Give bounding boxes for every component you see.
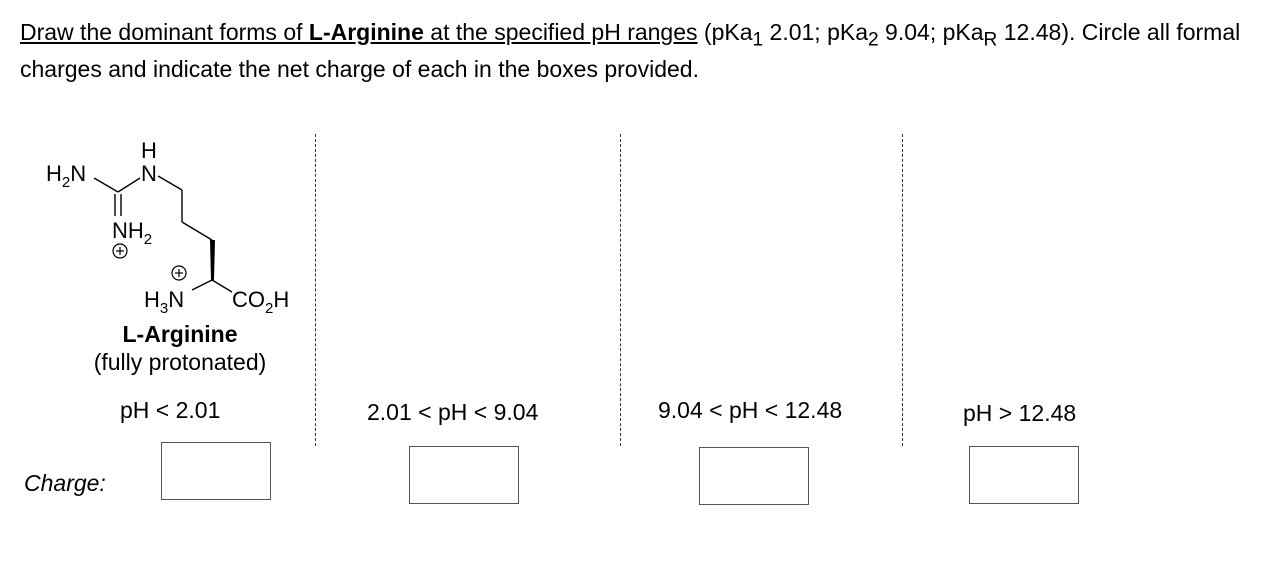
instructions-part-5: 2.01; pKa [763, 19, 869, 45]
ph-range-1: pH < 2.01 [120, 397, 221, 423]
instructions-part-1: Draw the dominant forms of [20, 19, 309, 45]
bonds [93, 175, 233, 293]
molecule-state: (fully protonated) [93, 349, 267, 375]
instructions-part-7: 12.48). Circle all formal charges and in… [20, 19, 1241, 82]
atom-n: N [141, 161, 157, 186]
pkar-subscript: R [983, 29, 998, 51]
atom-h3n: H3N [144, 287, 184, 317]
charge-box-1[interactable] [161, 442, 271, 500]
charge-box-2[interactable] [409, 446, 519, 504]
formal-charge-h3n [171, 265, 187, 281]
instructions-text: Draw the dominant forms of L-Arginine at… [20, 18, 1250, 84]
ph-range-3: 9.04 < pH < 12.48 [658, 397, 843, 423]
charge-box-4[interactable] [969, 446, 1079, 504]
atom-co2h: CO2H [232, 287, 289, 317]
ph-range-2: 2.01 < pH < 9.04 [367, 399, 539, 425]
column-divider-1 [315, 134, 316, 446]
charge-label: Charge: [24, 470, 106, 496]
molecule-name: L-Arginine [122, 321, 238, 347]
atom-h2n: H2N [46, 161, 86, 191]
column-divider-2 [620, 134, 621, 446]
arginine-structure: H2N H N NH2 H3N CO2H [46, 138, 289, 317]
formal-charge-nh2 [112, 243, 128, 259]
atom-nh2: NH2 [112, 218, 152, 248]
instructions-part-6: 9.04; pKa [878, 19, 984, 45]
ph-range-4: pH > 12.48 [963, 400, 1077, 426]
column-divider-3 [902, 134, 903, 446]
instructions-part-4: (pKa [697, 19, 753, 45]
charge-box-3[interactable] [699, 447, 809, 505]
instructions-part-3: at the specified pH ranges [423, 19, 698, 45]
wedge-bond [210, 240, 215, 280]
pka2-subscript: 2 [868, 29, 879, 51]
pka1-subscript: 1 [752, 29, 764, 51]
instructions-compound-name: L-Arginine [308, 19, 424, 45]
atom-h: H [141, 138, 157, 163]
instructions-underlined: Draw the dominant forms of L-Arginine at… [20, 19, 698, 45]
